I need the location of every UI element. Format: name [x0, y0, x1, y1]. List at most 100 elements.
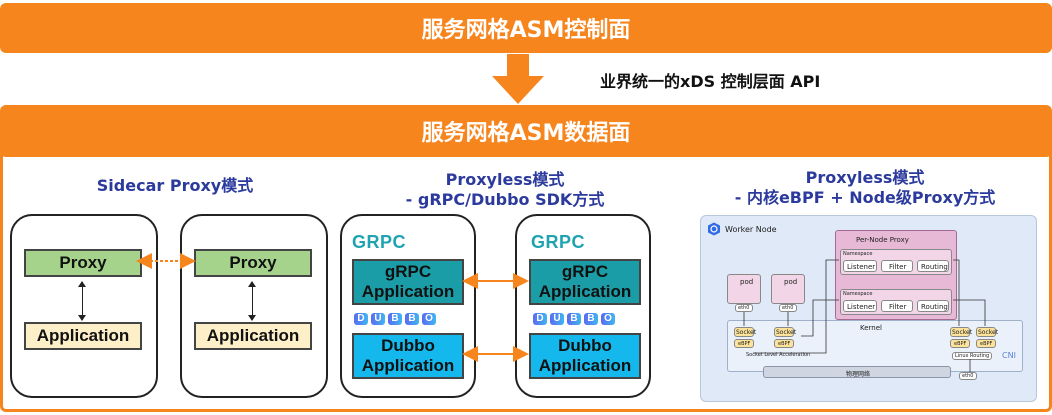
kernel-label: Kernel — [860, 324, 882, 332]
cni-label: CNI — [1002, 351, 1016, 360]
control-plane-title: 服务网格ASM控制面 — [421, 18, 631, 43]
pod-box-2: pod — [771, 274, 805, 304]
listener-box: Listener — [843, 300, 877, 312]
ebpf-tag: eBPF — [976, 339, 996, 348]
ebpf-title-line1: Proxyless模式 — [805, 168, 925, 187]
namespace-label: Namespace — [843, 291, 873, 297]
dubbo-logo-letter: D — [354, 313, 368, 325]
proxy-box-right: Proxy — [194, 249, 312, 277]
routing-label: Routing — [921, 263, 948, 271]
physical-network-label: 物理网络 — [846, 371, 871, 378]
dubbo-logo-letter: U — [371, 313, 385, 325]
eth0-label: eth0 — [738, 305, 750, 311]
dubbo-app-line2: Application — [538, 356, 632, 375]
sidecar-host-left: Proxy Application — [10, 214, 158, 398]
filter-box: Filter — [881, 300, 913, 312]
kernel-box: Kernel Socket Socket eBPF eBPF Socket So… — [727, 320, 1023, 372]
socket-box: Socket — [774, 327, 797, 337]
grpc-logo: GRPC — [531, 232, 586, 252]
ebpf-label: eBPF — [954, 341, 967, 347]
worker-node-panel: Worker Node Per-Node Proxy Namespace Lis… — [700, 215, 1037, 402]
application-box-left: Application — [24, 322, 142, 350]
linux-routing-box: Linux Routing — [952, 352, 992, 360]
listener-label: Listener — [847, 263, 876, 271]
socket-label: Socket — [952, 329, 973, 336]
ebpf-label: eBPF — [980, 341, 993, 347]
namespace-label: Namespace — [843, 251, 873, 257]
routing-box: Routing — [917, 260, 949, 272]
eth0-box: eth0 — [735, 304, 753, 312]
grpc-logo: GRPC — [352, 232, 407, 252]
eth0-label: eth0 — [782, 305, 794, 311]
dubbo-app-line2: Application — [361, 356, 455, 375]
kubernetes-icon — [708, 222, 720, 236]
worker-node-label: Worker Node — [725, 225, 777, 234]
application-label: Application — [36, 326, 130, 345]
dubbo-app-line1: Dubbo — [558, 336, 612, 355]
filter-box: Filter — [881, 260, 913, 272]
proxy-label: Proxy — [229, 253, 277, 272]
sidecar-host-right: Proxy Application — [180, 214, 328, 398]
proxy-app-link-right — [248, 281, 256, 321]
socket-box: Socket — [734, 327, 757, 337]
eth0-label: eth0 — [962, 373, 974, 379]
grpc-app-line1: gRPC — [384, 262, 432, 281]
ebpf-tag: eBPF — [774, 339, 794, 348]
sdk-section-title: Proxyless模式 - gRPC/Dubbo SDK方式 — [370, 170, 640, 210]
listener-label: Listener — [847, 303, 876, 311]
dubbo-app-line1: Dubbo — [381, 336, 435, 355]
proxy-label: Proxy — [59, 253, 107, 272]
xds-api-label: 业界统一的xDS 控制层面 API — [600, 72, 821, 91]
filter-label: Filter — [889, 303, 907, 311]
control-plane-banner: 服务网格ASM控制面 — [0, 3, 1052, 53]
sdk-title-line2: - gRPC/Dubbo SDK方式 — [405, 190, 605, 209]
application-label: Application — [206, 326, 300, 345]
dubbo-logo-letter: B — [567, 313, 581, 325]
proxy-box-left: Proxy — [24, 249, 142, 277]
socket-label: Socket — [776, 329, 797, 336]
socket-label: Socket — [736, 329, 757, 336]
dubbo-logo-letter: B — [584, 313, 598, 325]
dubbo-logo-letter: O — [601, 313, 615, 325]
filter-label: Filter — [889, 263, 907, 271]
sidecar-section-title: Sidecar Proxy模式 — [96, 176, 254, 195]
proxy-app-link-left — [78, 281, 86, 321]
linux-routing-label: Linux Routing — [955, 353, 990, 359]
dubbo-logo-letter: O — [422, 313, 436, 325]
ebpf-connector-lines — [743, 259, 986, 372]
sdk-title-line1: Proxyless模式 — [445, 170, 565, 189]
ebpf-tag: eBPF — [950, 339, 970, 348]
routing-label: Routing — [921, 303, 948, 311]
dubbo-logo-letter: B — [405, 313, 419, 325]
grpc-app-line2: Application — [361, 282, 455, 301]
dubbo-logo-letter: B — [388, 313, 402, 325]
listener-box: Listener — [843, 260, 877, 272]
eth0-box: eth0 — [959, 372, 977, 380]
ebpf-label: eBPF — [778, 341, 791, 347]
socket-label: Socket — [978, 329, 999, 336]
namespace-box-1: Namespace Listener Filter Routing — [840, 249, 952, 275]
pod-label: pod — [740, 278, 754, 286]
ebpf-tag: eBPF — [734, 339, 754, 348]
socket-accel-label: Socket Level Acceleration — [746, 352, 811, 358]
namespace-box-2: Namespace Listener Filter Routing — [840, 289, 952, 315]
routing-box: Routing — [917, 300, 949, 312]
physical-network-bar: 物理网络 — [763, 366, 951, 378]
pod-label: pod — [784, 278, 798, 286]
dubbo-logo-letter: U — [550, 313, 564, 325]
per-node-proxy-label: Per-Node Proxy — [856, 236, 909, 244]
dubbo-logo-letter: D — [533, 313, 547, 325]
pod-box-1: pod — [727, 274, 761, 304]
data-plane-title: 服务网格ASM数据面 — [421, 121, 631, 146]
down-arrow-icon — [492, 54, 544, 104]
application-box-right: Application — [194, 322, 312, 350]
ebpf-section-title: Proxyless模式 - 内核eBPF + Node级Proxy方式 — [715, 168, 1015, 208]
grpc-app-line1: gRPC — [561, 262, 609, 281]
